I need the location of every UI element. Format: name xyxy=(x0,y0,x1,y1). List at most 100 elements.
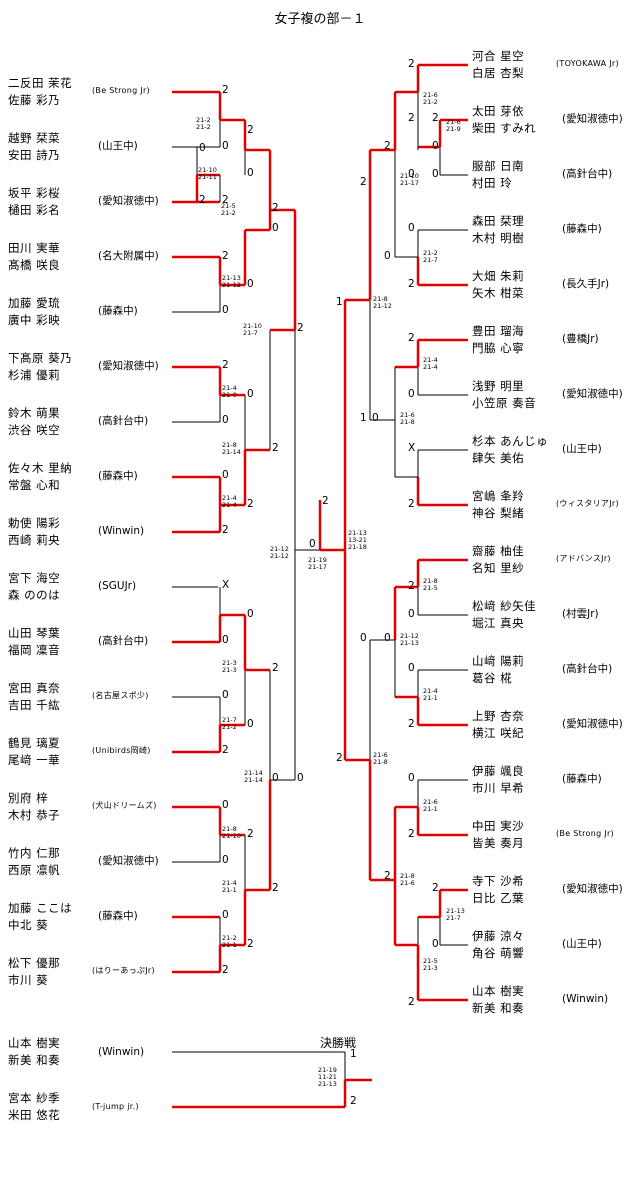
match-result: 2 xyxy=(199,194,206,206)
right-entry-14: 中田 実沙皆美 奏月 xyxy=(472,818,524,852)
match-result: 2 xyxy=(408,996,415,1008)
match-score: 21-6 21-9 xyxy=(446,118,461,133)
player-name: 中田 実沙 xyxy=(472,819,525,833)
player-name: 加藤 愛琉 xyxy=(8,296,61,310)
match-score: 21-4 21-1 xyxy=(423,687,438,702)
match-result: 0 xyxy=(408,222,415,234)
player-name: 大畑 朱莉 xyxy=(472,269,525,283)
player-name: 鶴見 璃夏 xyxy=(8,736,61,750)
right-club: (藤森中) xyxy=(562,223,602,235)
match-score: 21-2 21-2 xyxy=(196,116,211,131)
right-club: (愛知淑徳中) xyxy=(562,718,623,730)
match-score: 21-4 21-4 xyxy=(423,356,438,371)
player-name: 西原 凛帆 xyxy=(8,863,61,877)
match-result: 0 xyxy=(222,689,229,701)
final-label: 決勝戦 xyxy=(320,1036,357,1050)
player-name: 新美 和奏 xyxy=(472,1001,525,1015)
right-club: (Be Strong Jr) xyxy=(556,829,614,838)
player-name: 葛谷 椛 xyxy=(472,671,513,685)
right-club: (Winwin) xyxy=(562,993,609,1005)
match-score: 21-10 21-7 xyxy=(243,322,262,337)
left-entry-16: 松下 優那市川 葵 xyxy=(8,955,60,989)
right-club: (アドバンスJr) xyxy=(556,554,611,563)
match-result: 0 xyxy=(408,168,415,180)
final-entry-top-0: 山本 樹実新美 和奏 xyxy=(8,1035,60,1069)
match-score: 21-2 21-1 xyxy=(222,934,237,949)
right-entry-8: 宮嶋 夆羚神谷 梨緒 xyxy=(472,488,524,522)
player-name: 杉本 あんじゅ xyxy=(472,434,549,448)
player-name: 中北 葵 xyxy=(8,918,49,932)
right-club: (愛知淑徳中) xyxy=(562,388,623,400)
final-club-bottom: (T-jump jr.) xyxy=(92,1102,139,1111)
player-name: 日比 乙葉 xyxy=(472,891,525,905)
match-result: 0 xyxy=(384,250,391,262)
match-score: 21-6 21-8 xyxy=(373,751,388,766)
right-club: (山王中) xyxy=(562,443,602,455)
player-name: 伊藤 颯良 xyxy=(472,764,525,778)
player-name: 宮嶋 夆羚 xyxy=(472,489,525,503)
player-name: 竹内 仁那 xyxy=(8,846,61,860)
match-result: 0 xyxy=(408,772,415,784)
left-entry-15: 加藤 ここは中北 葵 xyxy=(8,900,72,934)
player-name: 浅野 明里 xyxy=(472,379,525,393)
right-entry-16: 伊藤 涼々角谷 萌響 xyxy=(472,928,524,962)
match-score: 21-4 21-4 xyxy=(222,494,237,509)
player-name: 皆美 奏月 xyxy=(472,836,525,850)
match-result: 0 xyxy=(222,634,229,646)
player-name: 二反田 茉花 xyxy=(8,76,73,90)
match-result: 2 xyxy=(408,58,415,70)
match-result: 0 xyxy=(432,140,439,152)
player-name: 尾﨑 一華 xyxy=(8,753,61,767)
left-entry-6: 鈴木 萌果渋谷 咲空 xyxy=(8,405,60,439)
left-club: (愛知淑徳中) xyxy=(98,855,159,867)
match-result: 0 xyxy=(247,388,254,400)
player-name: 松下 優那 xyxy=(8,956,61,970)
match-score: 21-5 21-3 xyxy=(423,957,438,972)
match-result: 2 xyxy=(222,964,229,976)
left-club: (藤森中) xyxy=(98,305,138,317)
left-entry-14: 竹内 仁那西原 凛帆 xyxy=(8,845,60,879)
final-result-top: 1 xyxy=(350,1048,357,1060)
right-club: (村雲Jr) xyxy=(562,608,599,620)
match-result: 2 xyxy=(432,112,439,124)
match-result: 2 xyxy=(336,752,343,764)
match-score: 21-2 21-7 xyxy=(423,249,438,264)
left-club: (Unibirds岡崎) xyxy=(92,746,151,755)
player-name: 森田 栞理 xyxy=(472,214,525,228)
match-result: 2 xyxy=(247,124,254,136)
match-result: 2 xyxy=(272,662,279,674)
left-entry-13: 別府 梓木村 恭子 xyxy=(8,790,60,824)
player-name: 横江 咲紀 xyxy=(472,726,525,740)
match-score: 21-7 21-2 xyxy=(222,716,237,731)
match-result: 0 xyxy=(247,167,254,179)
player-name: 寺下 沙希 xyxy=(472,874,525,888)
match-result: 2 xyxy=(222,250,229,262)
player-name: 宮下 海空 xyxy=(8,571,61,585)
final-entry-bottom-1: 宮本 紗季米田 悠花 xyxy=(8,1090,60,1124)
match-score: 21-8 21-6 xyxy=(400,872,415,887)
match-score: 21-10 21-11 xyxy=(198,166,217,181)
player-name: 村田 玲 xyxy=(472,176,513,190)
player-name: 安田 詩乃 xyxy=(8,148,61,162)
right-entry-15: 寺下 沙希日比 乙葉 xyxy=(472,873,524,907)
player-name: 名知 里紗 xyxy=(472,561,525,575)
player-name: 市川 早希 xyxy=(472,781,525,795)
left-club: (藤森中) xyxy=(98,470,138,482)
match-result: 0 xyxy=(222,854,229,866)
player-name: 角谷 萌響 xyxy=(472,946,525,960)
match-score: 21-13 21-7 xyxy=(446,907,465,922)
match-result: 0 xyxy=(222,304,229,316)
match-result: 0 xyxy=(247,278,254,290)
left-club: (Winwin) xyxy=(98,525,145,537)
match-result: 2 xyxy=(408,580,415,592)
left-entry-11: 宮田 真奈吉田 千紘 xyxy=(8,680,60,714)
semifinal-score: 21-19 21-17 xyxy=(308,556,327,571)
match-score: 21-6 21-8 xyxy=(400,411,415,426)
left-club: (犬山ドリームズ) xyxy=(92,801,157,810)
left-club: (高針台中) xyxy=(98,635,149,647)
match-result: 0 xyxy=(360,632,367,644)
match-result: 2 xyxy=(408,112,415,124)
match-result: 2 xyxy=(247,938,254,950)
match-result: 0 xyxy=(372,412,379,424)
player-name: 伊藤 涼々 xyxy=(472,929,525,943)
